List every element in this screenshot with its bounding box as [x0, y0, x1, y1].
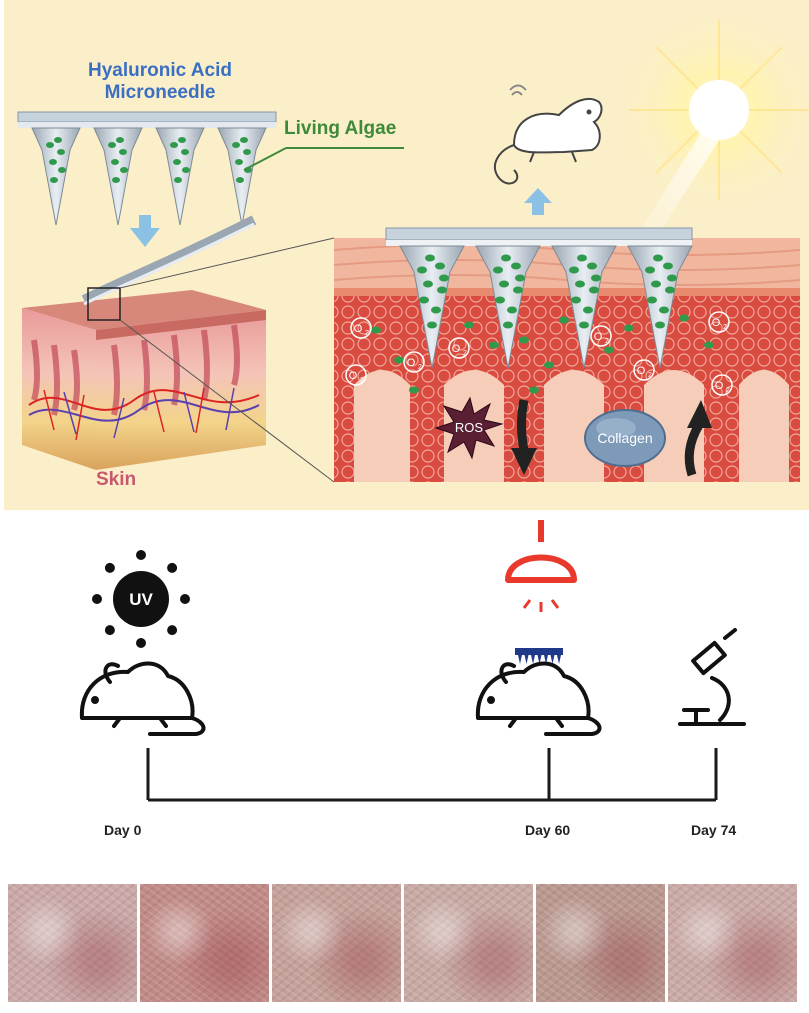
- algae-cell: [704, 341, 714, 349]
- svg-text:2: 2: [726, 387, 730, 394]
- uv-ray: [136, 550, 146, 560]
- microneedle-patch-small: [17, 111, 277, 226]
- collagen-increase-arrow-icon: [684, 422, 703, 477]
- ros-decrease-arrow-icon: [517, 399, 529, 451]
- svg-text:2: 2: [463, 350, 467, 357]
- uv-ray: [136, 638, 146, 648]
- mouse-outline-icon: [494, 84, 603, 185]
- uv-ray: [92, 594, 102, 604]
- svg-text:O: O: [354, 323, 363, 335]
- day-74-label: Day 74: [691, 822, 737, 838]
- sun-icon: [614, 5, 809, 240]
- svg-text:2: 2: [365, 330, 369, 337]
- ros-star-icon: [434, 396, 504, 460]
- svg-text:O: O: [452, 343, 461, 355]
- algae-cell: [464, 321, 474, 329]
- algae-cell: [679, 314, 689, 322]
- timeline-line: [146, 748, 718, 802]
- svg-text:2: 2: [360, 377, 364, 384]
- skin-photo: [404, 884, 533, 1002]
- svg-text:2: 2: [648, 372, 652, 379]
- algae-cell: [544, 361, 554, 369]
- uv-ray: [104, 625, 115, 636]
- microneedle: [399, 245, 465, 369]
- svg-text:2: 2: [723, 324, 727, 331]
- uv-label: UV: [129, 590, 153, 609]
- skin-photo: [8, 884, 137, 1002]
- algae-cell: [604, 346, 614, 354]
- hyaluronic-acid-label: Hyaluronic Acid Microneedle: [88, 60, 232, 103]
- algae-cell: [394, 356, 404, 364]
- skin-photo: [272, 884, 401, 1002]
- small-needle: [31, 127, 81, 226]
- small-needle: [155, 127, 205, 226]
- uv-ray: [180, 594, 190, 604]
- day-0-label: Day 0: [104, 822, 142, 838]
- algae-cell: [519, 336, 529, 344]
- svg-text:O: O: [594, 331, 603, 343]
- svg-text:O: O: [349, 370, 358, 382]
- svg-text:O: O: [715, 380, 724, 392]
- red-lamp-icon: [505, 520, 577, 612]
- microneedle: [627, 245, 693, 369]
- algae-pointer-line: [243, 147, 287, 171]
- svg-text:2: 2: [418, 364, 422, 371]
- uv-ray: [104, 562, 115, 573]
- uv-ray: [167, 562, 178, 573]
- skin-block: [22, 215, 335, 483]
- small-needle: [217, 127, 267, 226]
- zoom-box: [87, 287, 121, 321]
- algae-cell: [409, 386, 419, 394]
- algae-cell: [624, 324, 634, 332]
- svg-text:O: O: [637, 365, 646, 377]
- svg-text:O: O: [712, 317, 721, 329]
- microneedle: [551, 245, 617, 369]
- microscope-icon: [678, 628, 746, 726]
- skin-label: Skin: [96, 469, 137, 490]
- microneedle: [475, 245, 541, 369]
- algae-cell: [559, 316, 569, 324]
- microneedle-patch-icon: [515, 648, 563, 664]
- skin-photo: [140, 884, 269, 1002]
- algae-cell: [489, 341, 499, 349]
- treatment-timeline: UV: [79, 520, 746, 802]
- small-needle: [93, 127, 143, 226]
- mouse-day60-icon: [475, 661, 602, 736]
- skin-photo: [536, 884, 665, 1002]
- skin-photo: [668, 884, 797, 1002]
- up-arrow-icon: [524, 188, 552, 215]
- collagen-label: Collagen: [597, 430, 652, 446]
- down-arrow-icon: [130, 215, 160, 247]
- ros-label: ROS: [455, 420, 484, 435]
- uv-ray: [167, 625, 178, 636]
- day-60-label: Day 60: [525, 822, 571, 838]
- svg-text:2: 2: [605, 338, 609, 345]
- svg-text:O: O: [407, 357, 416, 369]
- algae-cell: [371, 326, 381, 334]
- uv-sun-icon: [92, 550, 190, 648]
- algae-cell: [529, 386, 539, 394]
- mouse-day0-icon: [79, 661, 206, 736]
- living-algae-label: Living Algae: [284, 118, 397, 139]
